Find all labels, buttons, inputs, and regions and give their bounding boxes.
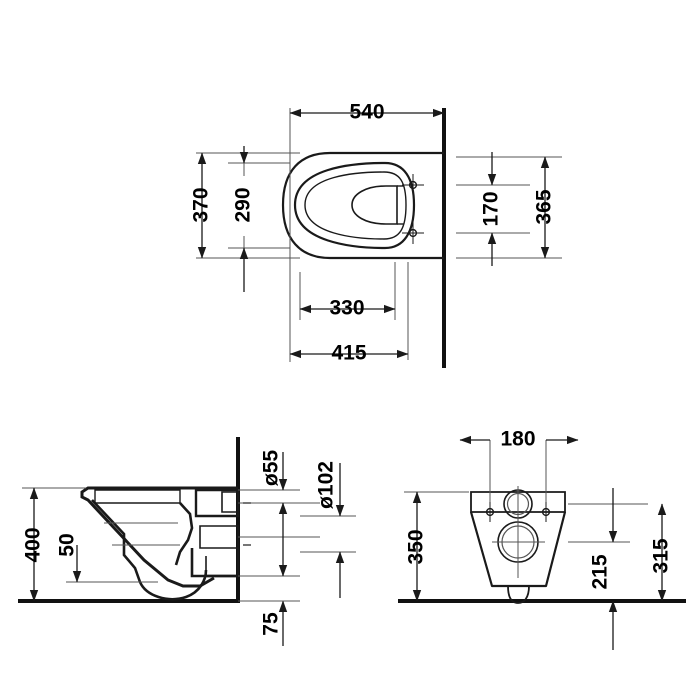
front-dim-315-label: 315 <box>650 538 673 573</box>
side-bowl-outer <box>80 486 238 588</box>
front-dim-350-label: 350 <box>405 529 428 564</box>
front-fixing-hole-right <box>536 502 556 522</box>
plan-view-group: 540 370 290 170 365 330 415 <box>190 101 562 368</box>
front-dim-215-label: 215 <box>589 554 612 589</box>
front-bottom-bump <box>507 585 530 604</box>
side-dim-50-label: 50 <box>56 533 79 556</box>
side-dim-400-label: 400 <box>22 527 45 562</box>
plan-dim-415-label: 415 <box>331 342 366 365</box>
side-dim-d102-label: ø102 <box>315 461 338 509</box>
side-outlet-upper <box>194 488 240 518</box>
plan-dim-330-label: 330 <box>329 297 364 320</box>
front-fixing-hole-left <box>480 502 500 522</box>
plan-dim-290-label: 290 <box>232 187 255 222</box>
front-bowl-body <box>469 511 567 588</box>
plan-fixing-hole-upper <box>402 174 424 196</box>
front-view-group: 180 350 215 315 <box>398 428 686 650</box>
plan-dim-370-label: 370 <box>190 187 213 222</box>
plan-bowl-outline <box>281 151 444 260</box>
side-bowl-trap-curve <box>138 569 208 601</box>
side-view-group: 400 50 75 ø55 ø102 <box>18 437 356 646</box>
side-flush-channel <box>174 502 194 566</box>
side-outlet-upper-inner <box>221 491 239 513</box>
front-dim-180-label: 180 <box>500 428 535 451</box>
side-dim-75-label: 75 <box>260 612 283 636</box>
plan-seat-cutout <box>351 185 398 225</box>
side-dim-d55-label: ø55 <box>260 450 283 487</box>
plan-dim-365-label: 365 <box>533 189 556 224</box>
plan-seat-inner <box>304 171 407 240</box>
plan-dim-170-label: 170 <box>480 191 503 226</box>
plan-dim-540-label: 540 <box>349 101 384 124</box>
plan-fixing-hole-lower <box>402 222 424 244</box>
